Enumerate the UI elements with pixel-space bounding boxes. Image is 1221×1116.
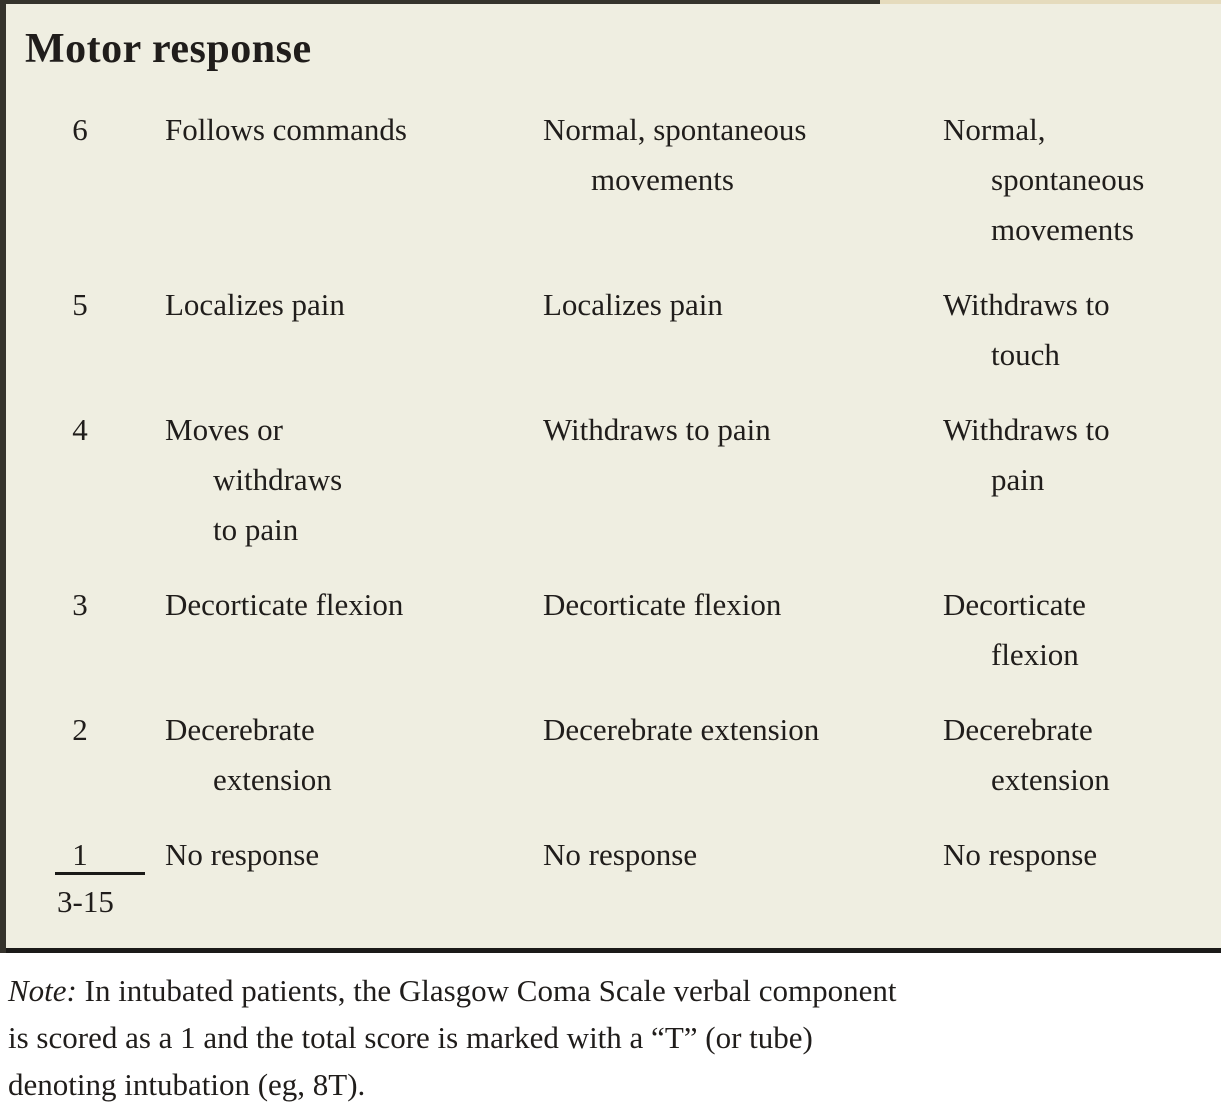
footnote-line-3: denoting intubation (eg, 8T). [8, 1067, 366, 1102]
response-cell: Decorticate flexion [165, 587, 404, 622]
score-cell: 1 [72, 837, 88, 872]
table-row: 5 Localizes pain Localizes pain Withdraws t… [25, 280, 1203, 380]
score-cell: 6 [72, 112, 88, 147]
section-title: Motor response [25, 26, 312, 72]
score-cell: 2 [72, 712, 88, 747]
response-cell: No response [943, 837, 1098, 872]
table-content: Motor response 6 Follows commands Normal, … [25, 26, 1203, 927]
motor-response-table: Motor response 6 Follows commands Normal, … [0, 0, 1221, 953]
footnote-label: Note: [8, 973, 77, 1008]
footnote-text-1: In intubated patients, the Glasgow Coma … [84, 973, 897, 1008]
response-cell: Follows commands [165, 112, 407, 147]
response-cell: Decerebrate extension [543, 712, 820, 747]
response-cell: Localizes pain [543, 287, 723, 322]
table-row: 3 Decorticate flexion Decorticate flexion D… [25, 580, 1203, 680]
footnote: Note: In intubated patients, the Glasgow… [0, 953, 1221, 1116]
total-score-range: 3-15 [57, 884, 114, 919]
footnote-line-1: Note: In intubated patients, the Glasgow… [8, 967, 1211, 1014]
top-edge-border [0, 0, 880, 4]
response-cell: Decorticate flexion [543, 587, 782, 622]
left-edge-border [0, 0, 6, 953]
response-cell: No response [543, 837, 698, 872]
total-score-block: 3-15 [55, 872, 145, 927]
response-cell: No response [165, 837, 320, 872]
score-cell: 3 [72, 587, 88, 622]
response-cell: Localizes pain [165, 287, 345, 322]
footnote-line-2: is scored as a 1 and the total score is … [8, 1020, 813, 1055]
score-cell: 4 [72, 412, 88, 447]
sum-rule [55, 872, 145, 875]
table-row: 1 No response No response No response [25, 830, 1203, 880]
response-cell: Withdraws to pain [543, 412, 771, 447]
score-cell: 5 [72, 287, 88, 322]
